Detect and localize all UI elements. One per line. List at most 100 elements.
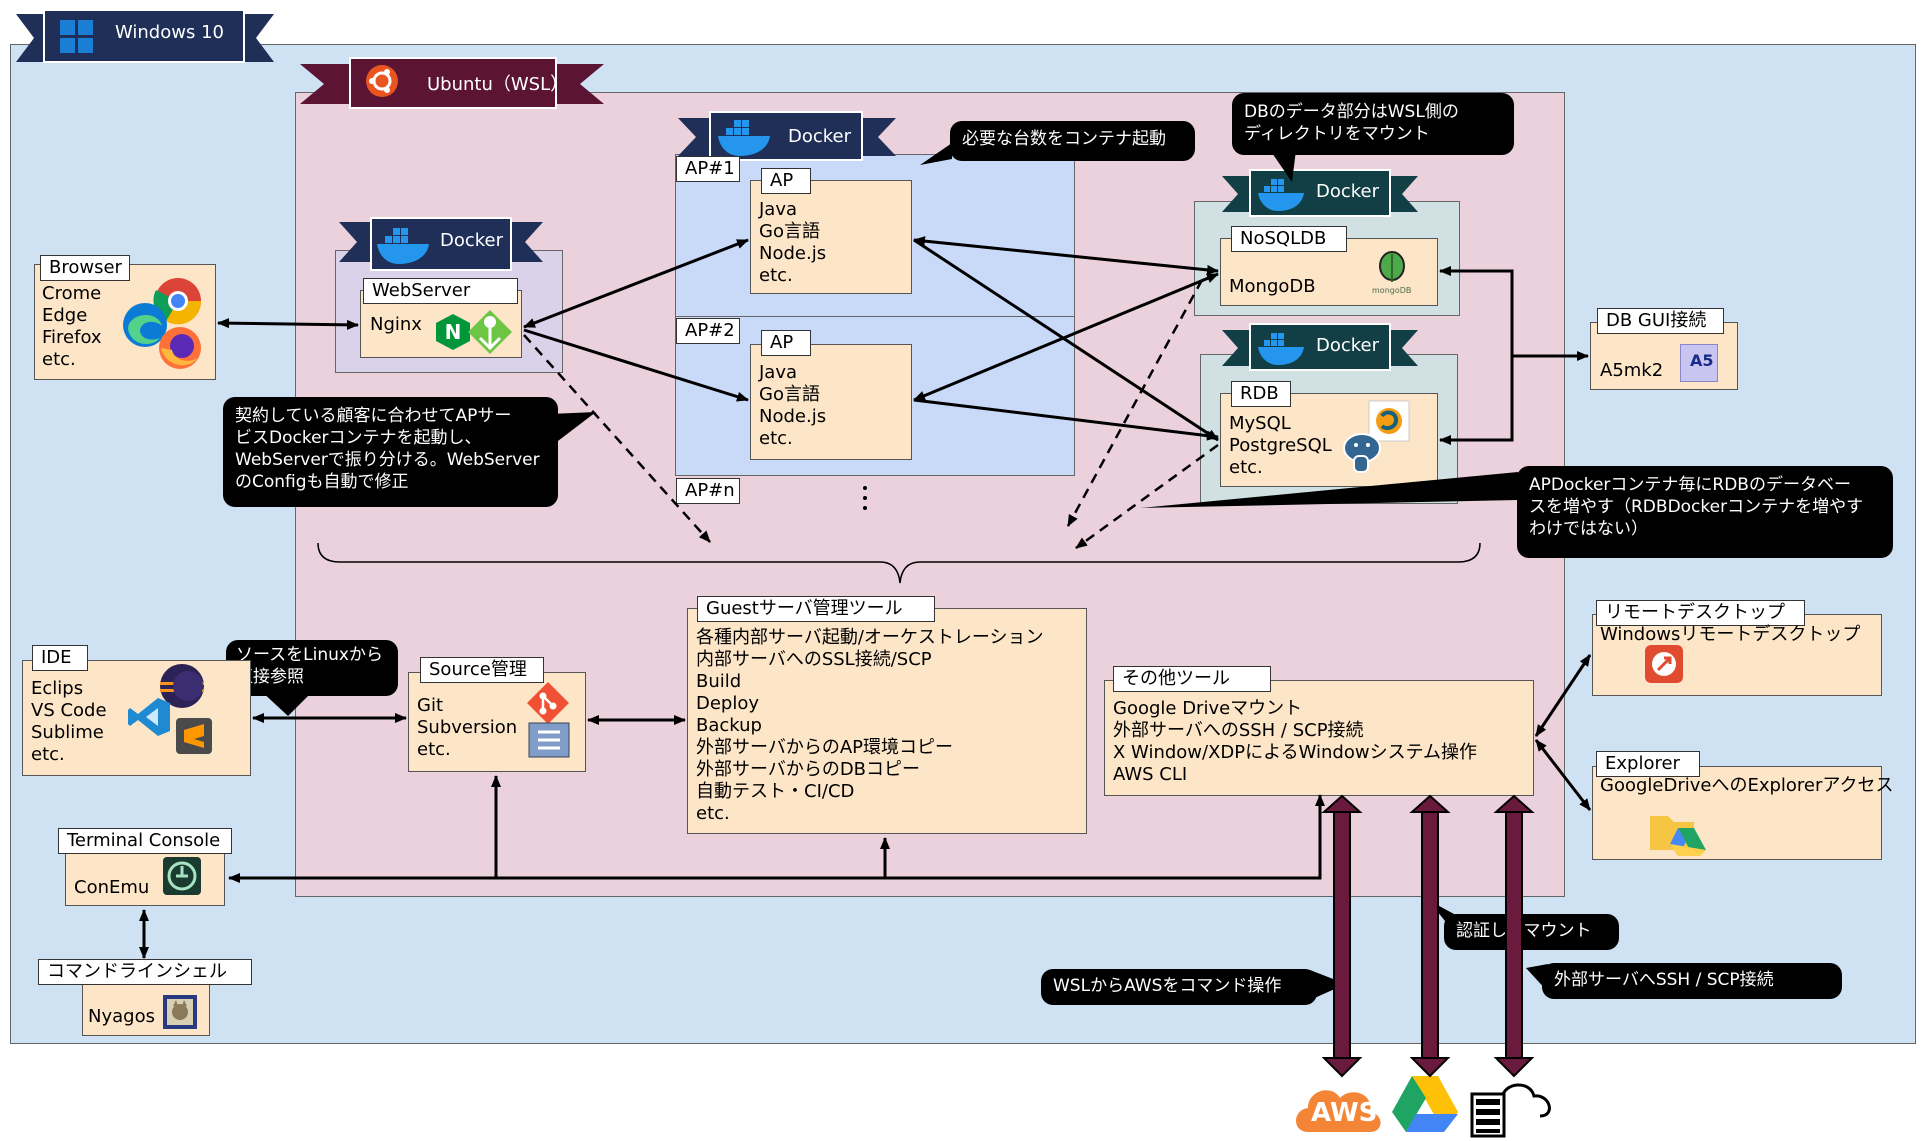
callout-db-mount: DBのデータ部分はWSL側の ディレクトリをマウント (1232, 93, 1514, 155)
guest-item: 外部サーバからのDBコピー (696, 759, 921, 780)
callout-container-start-tail (920, 143, 952, 165)
apn-label: AP#n (676, 478, 740, 504)
other-tools-item: AWS CLI (1113, 764, 1188, 785)
guest-tag: Guestサーバ管理ツール (697, 596, 935, 622)
ap2-item: Go言語 (759, 384, 820, 405)
svg-text:N: N (445, 320, 462, 344)
a5mk2-icon (1680, 344, 1718, 382)
callout-aws-cmd: WSLからAWSをコマンド操作 (1041, 969, 1317, 1005)
callout-auth-mount-tail (1428, 900, 1454, 930)
webserver-text: Nginx (370, 314, 422, 335)
ide-item: Eclips (31, 678, 84, 699)
rdb-item: PostgreSQL (1229, 435, 1332, 456)
callout-db-mount-tail (1270, 150, 1296, 182)
ap2-label: AP#2 (676, 318, 740, 344)
callout-aws-cmd-tail (1310, 970, 1346, 1000)
webserver-tag: WebServer (363, 278, 518, 304)
docker-title-webserver: Docker (440, 230, 504, 251)
ubuntu-title: Ubuntu（WSL） (427, 74, 569, 95)
ap1-item: Node.js (759, 243, 827, 264)
browser-tag: Browser (40, 255, 130, 281)
firefox-icon (159, 327, 201, 369)
explorer-tag: Explorer (1596, 751, 1700, 777)
source-tag: Source管理 (420, 657, 544, 683)
explorer-text: GoogleDriveへのExplorerアクセス (1600, 775, 1894, 796)
other-tools-item: X Window/XDPによるWindowシステム操作 (1113, 742, 1478, 763)
ide-list: Eclips VS Code Sublime etc. (31, 678, 107, 766)
other-tools-item: Google Driveマウント (1113, 698, 1303, 719)
guest-item: 自動テスト・CI/CD (696, 781, 855, 802)
guest-item: 内部サーバへのSSL接続/SCP (696, 649, 932, 670)
ap1-item: Go言語 (759, 221, 820, 242)
docker-title-ap: Docker (788, 126, 852, 147)
windows-title: Windows 10 (115, 22, 224, 43)
guest-item: 各種内部サーバ起動/オーケストレーション (696, 627, 1044, 648)
source-item: Git (417, 695, 444, 716)
guest-item: Build (696, 671, 742, 692)
ap1-box (750, 180, 912, 294)
explorer-box (1592, 766, 1882, 860)
eclipse-icon (160, 664, 204, 708)
ap2-box (750, 344, 912, 460)
mongodb-logo-text: mongoDB (1372, 286, 1412, 295)
git-icon (527, 682, 569, 724)
docker-banner-nosql (1222, 169, 1418, 217)
ap2-item: etc. (759, 428, 793, 449)
docker-banner-rdb (1222, 323, 1418, 371)
browser-list: Crome Edge Firefox etc. (42, 283, 102, 371)
ap1-list: Java Go言語 Node.js etc. (759, 199, 826, 287)
ap-divider (675, 316, 1075, 317)
callout-source-ref-tail (260, 690, 314, 716)
chrome-icon (153, 278, 202, 325)
nyagos-icon (163, 995, 197, 1029)
aws-label: AWS (1311, 1098, 1378, 1128)
callout-contract-tail (550, 412, 596, 444)
edge-icon (123, 303, 167, 347)
ap1-item: etc. (759, 265, 793, 286)
callout-source-ref-line: 直接参照 (236, 667, 304, 687)
other-tools-item: 外部サーバへのSSH / SCP接続 (1113, 720, 1364, 741)
source-list: Git Subversion etc. (417, 695, 517, 761)
shell-tag: コマンドラインシェル (38, 959, 252, 985)
docker-title-nosql: Docker (1316, 181, 1380, 202)
callout-db-mount-line: DBのデータ部分はWSL側の (1244, 102, 1459, 122)
remote-desktop-icon (1645, 645, 1683, 683)
remote-box (1592, 614, 1882, 696)
mongodb-icon (1379, 251, 1405, 282)
remote-tag: リモートデスクトップ (1596, 600, 1805, 626)
a5mk2-logo-text: A5 (1690, 351, 1714, 370)
ap2-item: Java (759, 362, 798, 383)
rdb-list: MySQL PostgreSQL etc. (1229, 413, 1332, 479)
callout-contract-line: のConfigも自動で修正 (235, 472, 409, 492)
guest-item: 外部サーバからのAP環境コピー (696, 737, 953, 758)
dbgui-text: A5mk2 (1600, 360, 1664, 381)
source-item: etc. (417, 739, 451, 760)
subversion-icon (528, 722, 570, 758)
dbgui-tag: DB GUI接続 (1597, 308, 1724, 334)
callout-contract-line: WebServerで振り分ける。WebServer (235, 450, 540, 470)
callout-container-start-text: 必要な台数をコンテナ起動 (962, 129, 1166, 149)
callout-db-mount-line: ディレクトリをマウント (1244, 124, 1430, 144)
callout-rdb-note-line: スを増やす（RDBDockerコンテナを増やす (1529, 497, 1864, 517)
guest-list: 各種内部サーバ起動/オーケストレーション 内部サーバへのSSL接続/SCP Bu… (696, 627, 1044, 825)
server-cloud-icon (1470, 1083, 1551, 1138)
browser-item: Edge (42, 305, 88, 326)
docker-title-rdb: Docker (1316, 335, 1380, 356)
callout-aws-cmd-text: WSLからAWSをコマンド操作 (1053, 976, 1282, 996)
apn-ellipsis (863, 486, 867, 514)
other-tools-tag: その他ツール (1113, 666, 1271, 692)
callout-auth-mount-text: 認証してマウント (1456, 921, 1592, 941)
postgresql-icon (1343, 433, 1381, 473)
browser-item: Crome (42, 283, 102, 304)
google-drive-icon (1392, 1076, 1458, 1132)
rdb-item: etc. (1229, 457, 1263, 478)
ap1-item: Java (759, 199, 798, 220)
callout-contract-line: ビスDockerコンテナを起動し、 (235, 428, 482, 448)
ap2-item: Node.js (759, 406, 827, 427)
remote-text: Windowsリモートデスクトップ (1600, 624, 1861, 645)
callout-auth-mount: 認証してマウント (1444, 914, 1619, 950)
browser-item: Firefox (42, 327, 102, 348)
load-balancer-icon (468, 310, 512, 354)
source-item: Subversion (417, 717, 518, 738)
nginx-icon: N (436, 314, 470, 350)
